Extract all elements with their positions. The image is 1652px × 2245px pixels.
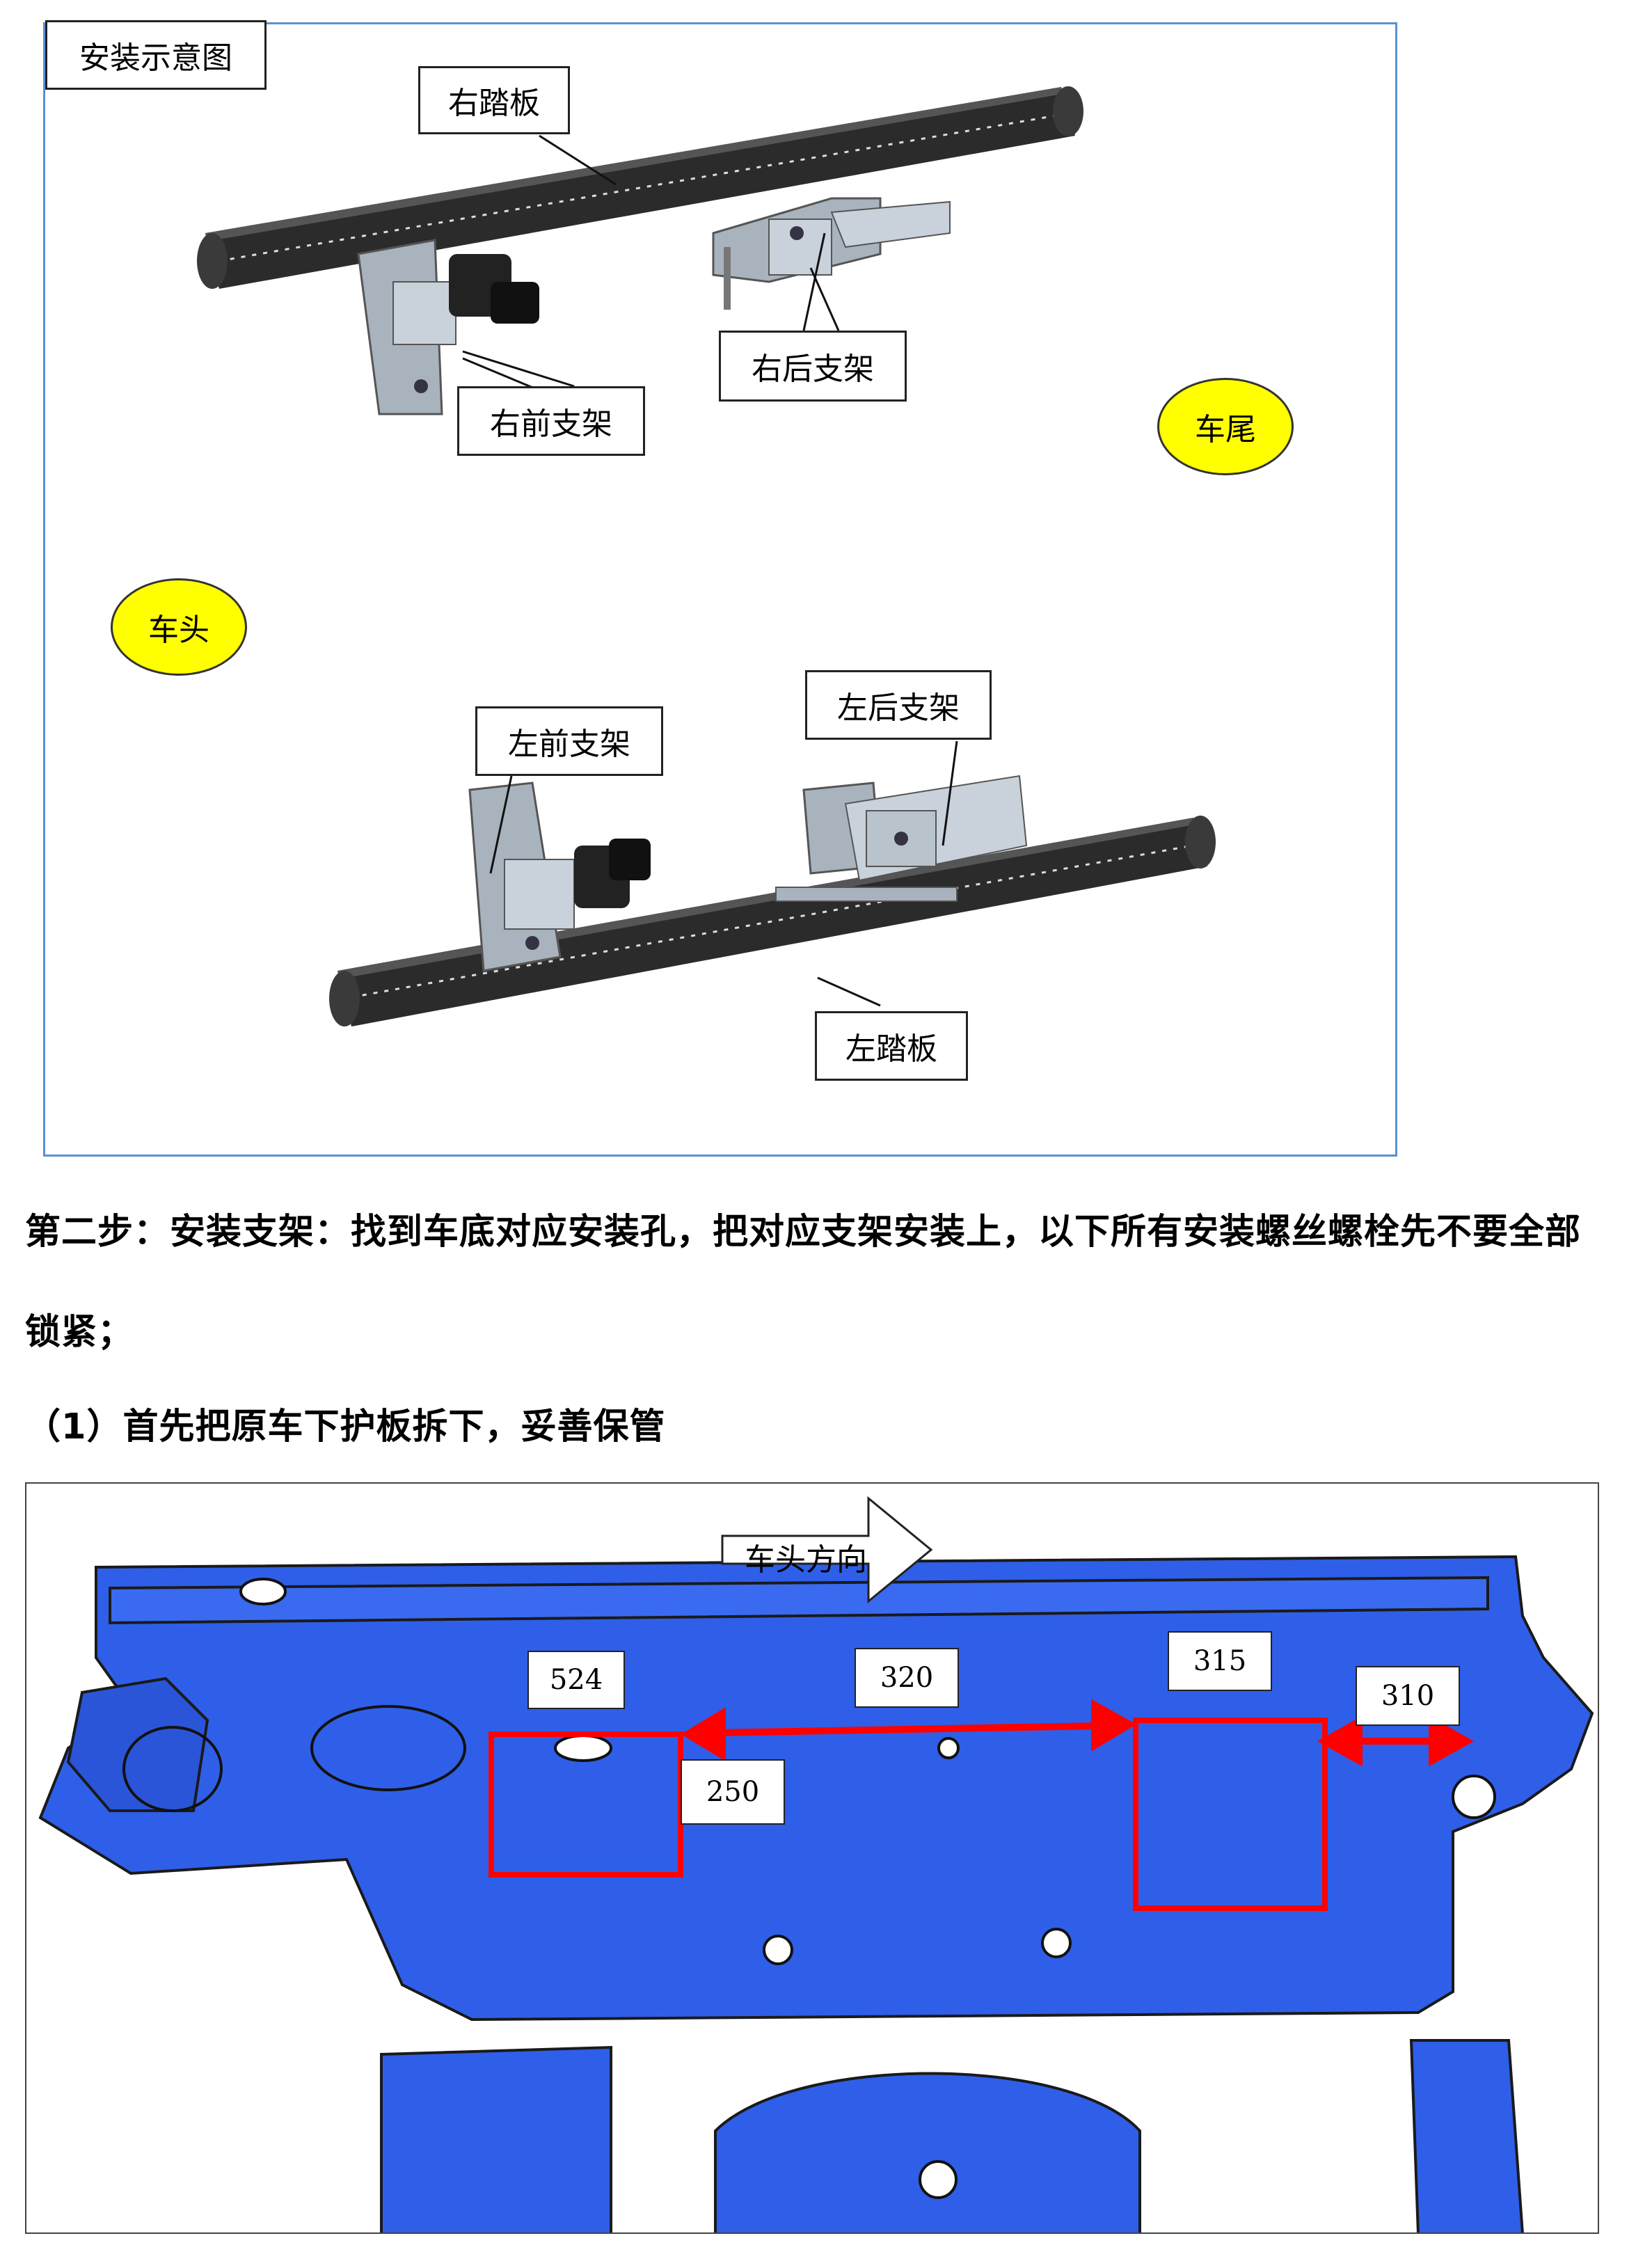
- dimension-label-250: 250: [681, 1759, 785, 1825]
- underbody-scan: [38, 1555, 1594, 2232]
- left-rear-bracket: [775, 775, 1028, 902]
- label-right-front-bracket: 右前支架: [457, 386, 645, 456]
- label-left-step: 左踏板: [815, 1011, 968, 1081]
- dimension-arrows: [681, 1699, 1475, 1767]
- dimension-label-320: 320: [855, 1648, 959, 1708]
- right-step-board: [197, 86, 1083, 289]
- dimension-label-524: 524: [527, 1651, 625, 1709]
- underbody-artwork: [38, 1496, 1594, 2232]
- right-rear-bracket: [712, 197, 951, 310]
- label-right-rear-bracket: 右后支架: [719, 331, 907, 402]
- callout-leaders: [462, 134, 958, 1007]
- left-step-board: [329, 816, 1216, 1026]
- dimension-label-310: 310: [1356, 1666, 1460, 1726]
- diagram-title: 安装示意图: [45, 20, 267, 90]
- rear-badge: 车尾: [1157, 378, 1294, 475]
- direction-label: 车头方向: [745, 1542, 867, 1578]
- rear-mount-marker: [1133, 1718, 1328, 1911]
- installation-diagram: 安装示意图 右踏板 右后支架 右前支架 车尾 车头 左前支架 左后支架 左踏板: [43, 20, 1397, 1157]
- right-front-bracket: [357, 239, 539, 415]
- step2-line2: 锁紧；: [25, 1312, 134, 1353]
- step2-sub1: （1）首先把原车下护板拆下，妥善保管: [25, 1406, 666, 1447]
- step2-line1: 第二步：安装支架：找到车底对应安装孔，把对应支架安装上，以下所有安装螺丝螺栓先不…: [25, 1212, 1582, 1253]
- diagram-artwork: [197, 86, 1216, 1026]
- front-badge: 车头: [111, 578, 247, 676]
- underbody-diagram: 车头方向 524 320 315 310 250: [25, 1482, 1599, 2234]
- left-front-bracket: [468, 782, 651, 972]
- dimension-label-315: 315: [1168, 1631, 1272, 1691]
- label-left-rear-bracket: 左后支架: [805, 670, 992, 740]
- label-left-front-bracket: 左前支架: [475, 706, 663, 776]
- underbody-holes: [122, 1578, 1496, 2199]
- label-right-step: 右踏板: [418, 66, 570, 134]
- front-direction-arrow: [721, 1496, 933, 1604]
